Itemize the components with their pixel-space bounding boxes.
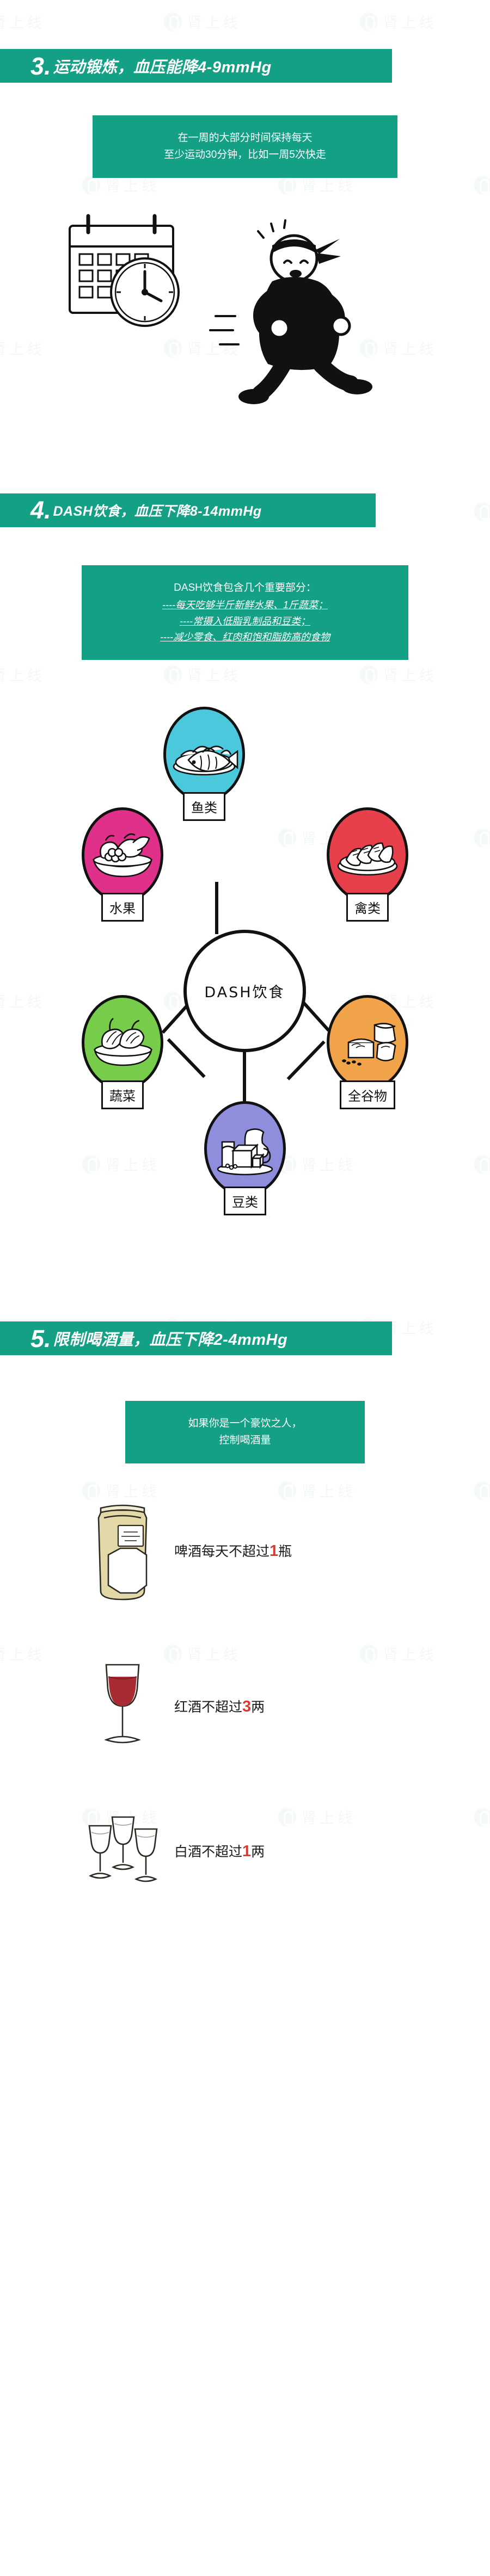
wheel-node-vegetable[interactable]: 蔬菜 bbox=[82, 995, 163, 1110]
wheel-node-label: 蔬菜 bbox=[101, 1080, 144, 1110]
section-header-alcohol: 5. 限制喝酒量，血压下降2-4mmHg bbox=[0, 1321, 392, 1356]
callout-item: ----常摄入低脂乳制品和豆类； bbox=[180, 615, 310, 627]
alcohol-label-number: 1 bbox=[270, 1542, 279, 1560]
section-title: 运动锻炼，血压能降4-9mmHg bbox=[53, 59, 272, 76]
section-title: DASH饮食，血压下降8-14mmHg bbox=[53, 503, 262, 519]
alcohol-label-suffix: 两 bbox=[251, 1844, 265, 1860]
milk-and-tofu-icon bbox=[204, 1101, 286, 1197]
callout-item: ----每天吃够半斤新鲜水果、1斤蔬菜； bbox=[162, 600, 328, 611]
kidney-plus-icon bbox=[474, 1807, 490, 1826]
grain-bowls-icon bbox=[327, 995, 408, 1091]
alcohol-label-suffix: 两 bbox=[251, 1699, 265, 1715]
section-number: 5. bbox=[30, 1324, 51, 1352]
alcohol-label-prefix: 白酒不超过 bbox=[174, 1844, 243, 1860]
alcohol-label-wine: 红酒不超过3两 bbox=[174, 1696, 265, 1716]
alcohol-label-number: 1 bbox=[242, 1842, 252, 1860]
alcohol-label-number: 3 bbox=[242, 1697, 252, 1715]
vegetable-bowl-icon bbox=[82, 995, 163, 1091]
wheel-node-label: 豆类 bbox=[224, 1187, 266, 1216]
liquor-cups-icon bbox=[71, 1807, 174, 1894]
callout-item: ----减少零食、红肉和饱和脂肪高的食物 bbox=[160, 632, 330, 643]
section-title: 限制喝酒量，血压下降2-4mmHg bbox=[53, 1331, 288, 1349]
calendar-clock-and-jogging-person-illustration bbox=[69, 214, 372, 404]
fish-on-plate-icon bbox=[163, 707, 245, 802]
callout-heading: DASH饮食包含几个重要部分： bbox=[174, 582, 316, 594]
callout-line: 如果你是一个豪饮之人， bbox=[188, 1418, 302, 1430]
wheel-node-label: 鱼类 bbox=[183, 792, 225, 821]
wheel-center: DASH饮食 bbox=[183, 930, 306, 1053]
wheel-node-beans[interactable]: 豆类 bbox=[204, 1101, 286, 1216]
alcohol-label-beer: 啤酒每天不超过1瓶 bbox=[174, 1541, 292, 1560]
wheel-node-fruit[interactable]: 水果 bbox=[82, 807, 163, 922]
section-number: 3. bbox=[30, 52, 51, 80]
beer-can-icon bbox=[71, 1496, 174, 1605]
alcohol-label-prefix: 啤酒每天不超过 bbox=[174, 1543, 270, 1559]
alcohol-row-wine: 红酒不超过3两 bbox=[71, 1657, 419, 1755]
wine-glass-icon bbox=[71, 1657, 174, 1755]
wheel-node-label: 禽类 bbox=[346, 893, 389, 922]
alcohol-row-liquor: 白酒不超过1两 bbox=[71, 1807, 419, 1894]
alcohol-label-liquor: 白酒不超过1两 bbox=[174, 1841, 265, 1861]
infographic-page: 肾上线肾上线肾上线肾上线肾上线肾上线肾上线肾上线肾上线肾上线肾上线肾上线肾上线肾… bbox=[0, 0, 490, 1932]
callout-line: 至少运动30分钟，比如一周5次快走 bbox=[164, 149, 326, 161]
section-header-dash: 4. DASH饮食，血压下降8-14mmHg bbox=[0, 493, 376, 527]
wheel-node-grain[interactable]: 全谷物 bbox=[327, 995, 408, 1110]
callout-alcohol: 如果你是一个豪饮之人， 控制喝酒量 bbox=[125, 1401, 365, 1463]
brand-watermark: 肾上线 bbox=[474, 501, 490, 522]
callout-line: 控制喝酒量 bbox=[219, 1435, 271, 1447]
wheel-node-label: 水果 bbox=[101, 893, 144, 922]
wheel-node-label: 全谷物 bbox=[340, 1080, 395, 1110]
kidney-plus-icon bbox=[474, 502, 490, 521]
alcohol-label-suffix: 瓶 bbox=[278, 1543, 292, 1559]
brand-watermark: 肾上线 bbox=[474, 1806, 490, 1827]
dash-diet-wheel: DASH饮食 鱼类 bbox=[0, 690, 490, 1305]
wheel-node-poultry[interactable]: 禽类 bbox=[327, 807, 408, 922]
alcohol-label-prefix: 红酒不超过 bbox=[174, 1699, 243, 1715]
section-header-exercise: 3. 运动锻炼，血压能降4-9mmHg bbox=[0, 49, 392, 83]
sliced-poultry-icon bbox=[327, 807, 408, 903]
wheel-node-fish[interactable]: 鱼类 bbox=[163, 707, 245, 821]
section-number: 4. bbox=[30, 496, 51, 524]
callout-dash: DASH饮食包含几个重要部分： ----每天吃够半斤新鲜水果、1斤蔬菜； ---… bbox=[82, 565, 408, 660]
fruit-basket-icon bbox=[82, 807, 163, 903]
callout-exercise: 在一周的大部分时间保持每天 至少运动30分钟，比如一周5次快走 bbox=[93, 115, 397, 178]
callout-line: 在一周的大部分时间保持每天 bbox=[177, 132, 313, 144]
wheel-center-label: DASH饮食 bbox=[204, 984, 285, 1002]
alcohol-row-beer: 啤酒每天不超过1瓶 bbox=[71, 1496, 419, 1605]
